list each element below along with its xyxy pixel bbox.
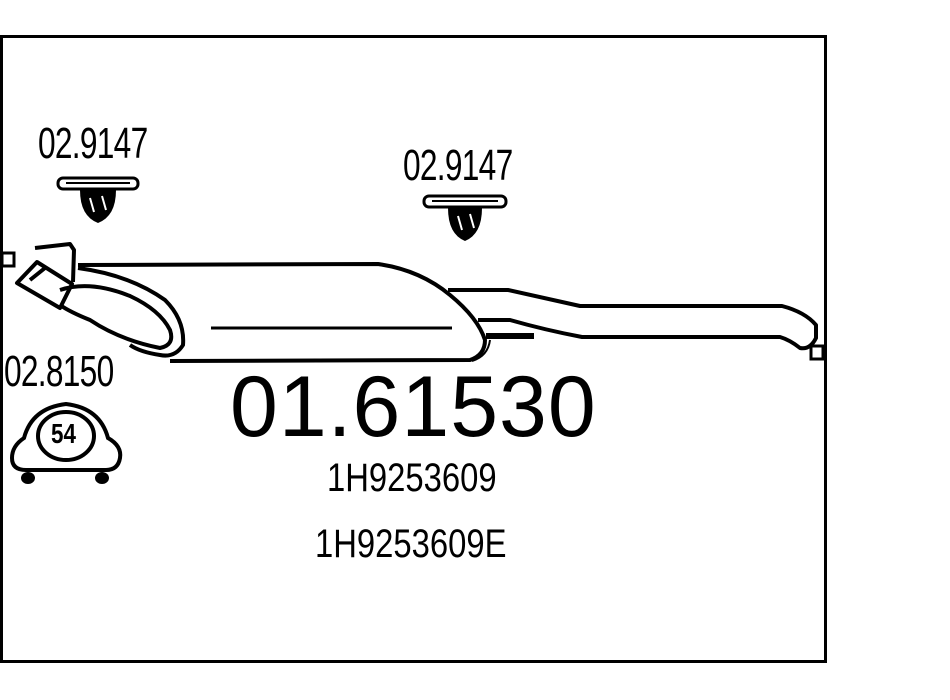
hanger-size-badge: 54 [51,418,76,449]
clip-part-number-top-center: 02.9147 [403,141,513,190]
tail-pipe-icon [448,288,818,351]
main-part-number: 01.61530 [230,359,597,455]
clip-icon [56,176,140,223]
hanger-part-number: 02.8150 [4,347,114,396]
clip-part-number-top-left: 02.9147 [38,119,148,168]
oem-number-1: 1H9253609 [327,456,497,500]
outlet-connector-marker [809,344,825,361]
clip-icon [422,194,508,241]
inlet-connector-marker [0,251,16,268]
oem-number-2: 1H9253609E [315,522,507,566]
inlet-pipe-icon [15,242,186,358]
muffler-body-icon [77,262,491,363]
rubber-hanger-icon [9,401,123,484]
